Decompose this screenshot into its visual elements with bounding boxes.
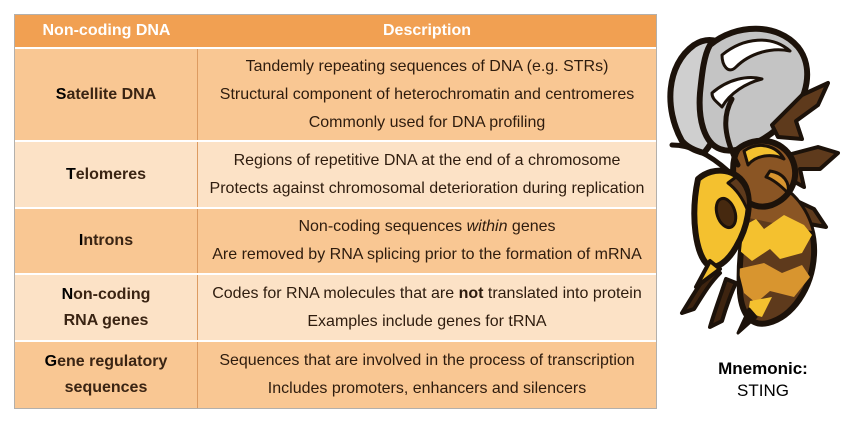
description-line: Sequences that are involved in the proce…	[219, 347, 634, 375]
description-text: Includes promoters, enhancers and silenc…	[267, 380, 587, 397]
description-text: Commonly used for DNA profiling	[308, 113, 546, 131]
description-line: Examples include genes for tRNA	[307, 308, 546, 336]
hornet-mascot-icon	[667, 25, 840, 335]
description-line: Structural component of heterochromatin …	[220, 81, 634, 109]
header-cell-noncoding-dna: Non-coding DNA	[42, 22, 171, 39]
description-text: Are removed by RNA splicing prior to the…	[212, 246, 642, 263]
term-line: Gene regulatory	[44, 353, 168, 370]
description-text: Examples include genes for tRNA	[307, 312, 547, 330]
description-text: Structural component of heterochromatin …	[219, 85, 635, 103]
description-text: Regions of repetitive DNA at the end of …	[233, 151, 621, 169]
term-line: RNA genes	[63, 311, 149, 329]
term-line: sequences	[64, 379, 148, 396]
description-text: Non-coding sequences	[298, 218, 467, 235]
description-cell: Regions of repetitive DNA at the end of …	[198, 142, 656, 207]
header-cell-description: Description	[382, 22, 471, 39]
table-row: Satellite DNA Tandemly repeating sequence…	[15, 47, 656, 140]
mnemonic-letter: S	[55, 85, 67, 103]
description-text: Codes for RNA molecules that are	[212, 284, 459, 302]
term-line: Non-coding	[61, 285, 151, 303]
table-row: Gene regulatory sequences Sequences that a…	[15, 340, 656, 408]
mnemonic-block: Mnemonic: STING	[678, 358, 846, 402]
table-row: Introns Non-coding sequences within genes…	[15, 207, 656, 273]
term-cell: Satellite DNA	[15, 49, 198, 140]
mnemonic-letter: T	[65, 165, 76, 183]
description-line: Protects against chromosomal deteriorati…	[210, 175, 645, 203]
table-header-row: Non-coding DNA Description	[15, 15, 656, 47]
description-line: Non-coding sequences within genes	[298, 213, 555, 241]
description-text: genes	[507, 218, 556, 235]
term-line: Introns	[78, 232, 134, 249]
term-line: Satellite DNA	[55, 85, 157, 103]
mnemonic-letter: I	[78, 232, 84, 249]
description-line: Are removed by RNA splicing prior to the…	[212, 241, 642, 269]
description-text: translated into protein	[483, 284, 642, 302]
mnemonic-letter: G	[44, 353, 58, 370]
hornet-illustration	[652, 20, 844, 336]
description-text: Tandemly repeating sequences of DNA (e.g…	[245, 57, 609, 75]
description-line: Includes promoters, enhancers and silenc…	[268, 375, 586, 403]
description-cell: Tandemly repeating sequences of DNA (e.g…	[198, 49, 656, 140]
description-text: not	[458, 284, 484, 302]
non-coding-dna-table: Non-coding DNA Description Satellite DNA…	[14, 14, 657, 409]
description-text: Protects against chromosomal deteriorati…	[209, 179, 645, 197]
mnemonic-value: STING	[737, 381, 789, 400]
term-cell: Introns	[15, 209, 198, 273]
mnemonic-label: Mnemonic:	[718, 359, 808, 378]
description-cell: Codes for RNA molecules that are not tra…	[198, 275, 656, 340]
term-line: Telomeres	[65, 165, 147, 183]
term-cell: Gene regulatory sequences	[15, 342, 198, 408]
mnemonic-letter: N	[61, 285, 74, 303]
description-text: Sequences that are involved in the proce…	[219, 352, 635, 369]
description-cell: Sequences that are involved in the proce…	[198, 342, 656, 408]
description-text: within	[466, 218, 508, 235]
description-line: Commonly used for DNA profiling	[309, 109, 546, 137]
description-line: Regions of repetitive DNA at the end of …	[234, 147, 621, 175]
term-cell: Telomeres	[15, 142, 198, 207]
description-line: Tandemly repeating sequences of DNA (e.g…	[246, 53, 609, 81]
table-row: Telomeres Regions of repetitive DNA at th…	[15, 140, 656, 207]
description-line: Codes for RNA molecules that are not tra…	[212, 280, 642, 308]
